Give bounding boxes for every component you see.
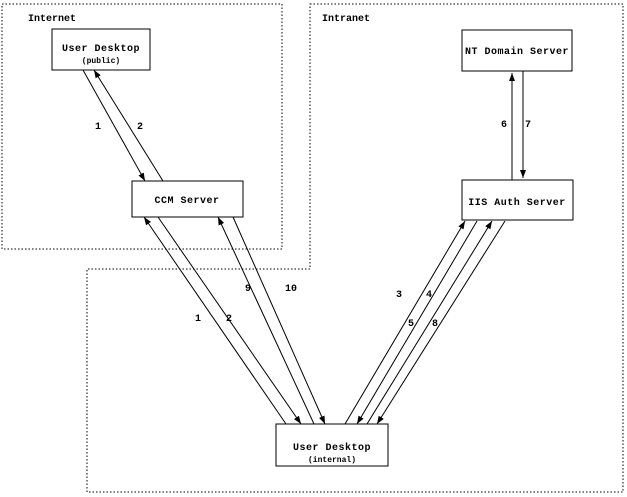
internet-zone-label: Internet <box>28 14 76 25</box>
flow-label-7: 7 <box>525 120 531 131</box>
flow-line-1-internal-desktop-to-ccm <box>143 216 287 425</box>
flow-label-9: 9 <box>245 284 251 295</box>
flow-label-1-public: 1 <box>95 122 101 133</box>
flow-line-2-ccm-to-public-desktop <box>93 69 164 182</box>
flow-line-8-iis-to-internal-desktop <box>376 220 506 425</box>
node-user-desktop-internal-box <box>275 423 389 467</box>
flow-line-2-ccm-to-internal-desktop <box>157 216 302 425</box>
internet-zone-border <box>1 3 283 250</box>
flow-line-1-public-desktop-to-ccm <box>82 69 146 182</box>
flow-label-1-internal: 1 <box>195 314 201 325</box>
node-nt-domain-server-title: NT Domain Server <box>465 46 569 58</box>
node-user-desktop-public-subtitle: (public) <box>82 57 120 66</box>
flow-line-10-ccm-to-internal-desktop <box>232 216 326 425</box>
node-user-desktop-internal-title: User Desktop <box>293 442 371 454</box>
node-user-desktop-internal-subtitle: (internal) <box>308 456 356 465</box>
node-user-desktop-public-box <box>51 28 151 71</box>
flow-line-5-internal-desktop-to-iis <box>366 220 493 425</box>
flow-label-6: 6 <box>501 120 507 131</box>
flow-line-4-iis-to-internal-desktop <box>356 220 478 425</box>
flow-label-2-internal: 2 <box>226 314 232 325</box>
node-nt-domain-server-box <box>461 29 573 72</box>
flow-label-10: 10 <box>285 284 297 295</box>
flow-line-3-internal-desktop-to-iis <box>344 220 466 425</box>
flow-label-5: 5 <box>408 319 414 330</box>
node-ccm-server-box <box>131 180 244 218</box>
node-iis-auth-server-box <box>461 179 574 221</box>
flow-line-9-internal-desktop-to-ccm <box>217 216 315 425</box>
intranet-zone-label: Intranet <box>322 14 370 25</box>
flow-label-4: 4 <box>426 290 432 301</box>
node-user-desktop-public-title: User Desktop <box>62 43 140 55</box>
flow-label-2-public: 2 <box>137 122 143 133</box>
node-ccm-server-title: CCM Server <box>154 196 219 207</box>
node-iis-auth-server-title: IIS Auth Server <box>468 197 566 209</box>
flow-label-3: 3 <box>396 290 402 301</box>
flow-label-8: 8 <box>432 319 438 330</box>
intranet-zone-border <box>86 3 624 493</box>
